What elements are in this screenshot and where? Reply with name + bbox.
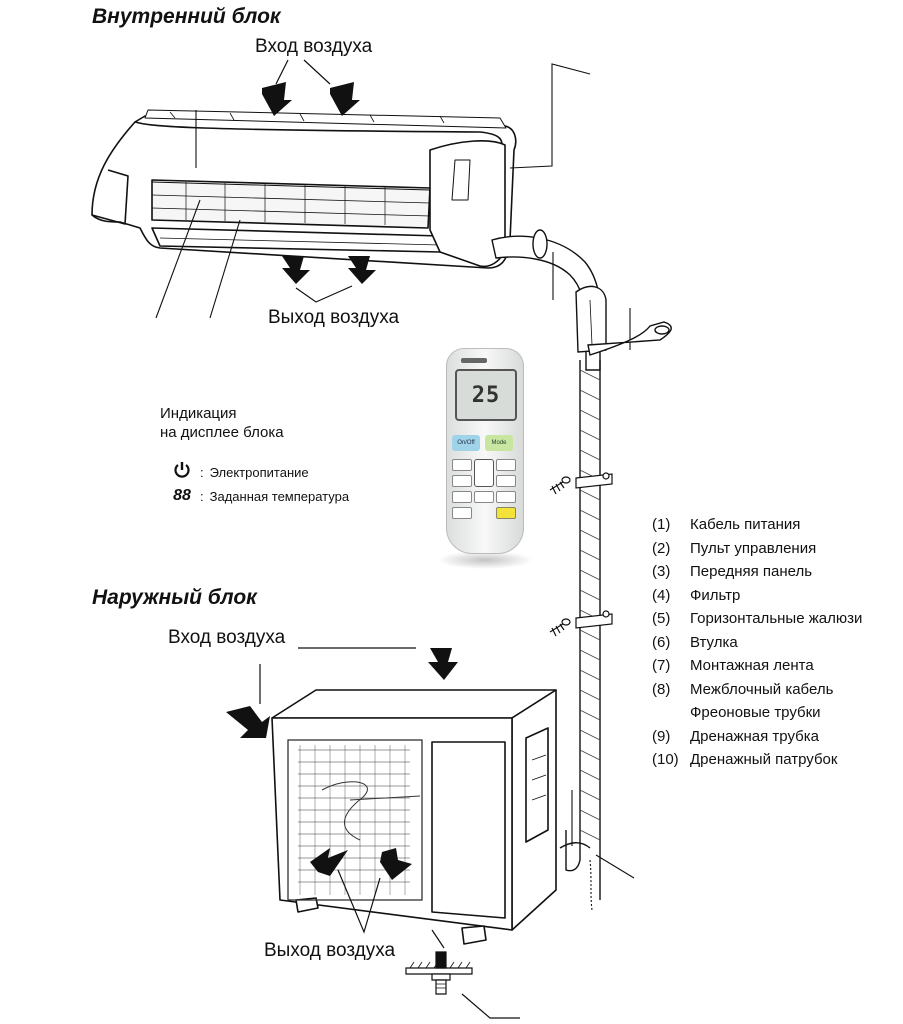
drain-joint (405, 929, 520, 1019)
remote-logo (461, 358, 487, 363)
legend-item-number: (4) (652, 586, 671, 604)
indication-title-line2: на дисплее блока (160, 424, 284, 441)
remote-display: 25 (455, 369, 517, 421)
indoor-inlet-arrows (262, 82, 360, 116)
remote-key[interactable] (452, 507, 472, 519)
remote-key[interactable] (452, 459, 472, 471)
legend-item: (2) Пульт управления (652, 537, 862, 561)
legend-item-text: Дренажный патрубок (690, 751, 838, 768)
legend-item-number: (8) (652, 680, 671, 698)
remote-on-off-label: On/Off (457, 440, 475, 446)
legend-item-text: Монтажная лента (690, 657, 814, 674)
remote-button-grid (452, 459, 516, 519)
legend-item: (7) Монтажная лента (652, 654, 862, 678)
legend-item-number: (6) (652, 633, 671, 651)
legend-item: (10) Дренажный патрубок (652, 748, 862, 772)
legend-item-text: Дренажная трубка (690, 727, 819, 745)
remote-key[interactable] (452, 475, 472, 487)
indication-row-temperature: 88 : Заданная температура (170, 487, 349, 505)
parts-legend: (1) Кабель питания (2) Пульт управления (3) П… (652, 513, 862, 772)
legend-item-text: Горизонтальные жалюзи (690, 610, 863, 627)
indication-row-power: : Электропитание (170, 461, 309, 484)
indication-separator: : (200, 488, 204, 504)
indoor-outlet-leader-lines (295, 285, 353, 303)
indication-separator: : (200, 465, 204, 480)
legend-item-text: Кабель питания (690, 516, 801, 533)
remote-yellow-key[interactable] (496, 507, 516, 519)
legend-item-text: Передняя панель (690, 563, 813, 580)
power-icon (170, 461, 194, 484)
legend-item: (4) Фильтр (652, 584, 862, 608)
legend-item-number: (3) (652, 563, 671, 580)
legend-item-text: Фреоновые трубки (690, 704, 821, 721)
indoor-callout-lines (155, 63, 591, 319)
legend-item-number (652, 701, 690, 725)
remote-up-down-key[interactable] (474, 459, 494, 487)
outdoor-inlet-leader-lines (259, 647, 416, 704)
outdoor-air-outlet-label: Выход воздуха (264, 940, 396, 961)
legend-item: (6) Втулка (652, 631, 862, 655)
pipe-bundle (491, 229, 672, 900)
indoor-unit (91, 109, 517, 269)
pipe-wrap-stripes (579, 369, 601, 841)
outdoor-unit (271, 689, 557, 945)
remote-on-off-button[interactable]: On/Off (452, 435, 480, 451)
segment-display-symbol: 88 (173, 487, 191, 504)
remote-display-value: 25 (471, 382, 501, 408)
indoor-air-outlet-label: Выход воздуха (268, 307, 400, 328)
legend-item-number: (1) (652, 516, 671, 533)
remote-shadow (437, 551, 533, 569)
indication-title: Индикация на дисплее блока (160, 404, 284, 442)
remote-key[interactable] (496, 475, 516, 487)
indoor-outlet-arrows (282, 256, 376, 284)
legend-item-text: Пульт управления (690, 539, 817, 557)
legend-item: (9) Дренажная трубка (652, 725, 862, 749)
indication-power-text: Электропитание (209, 465, 309, 480)
legend-item-number: (5) (652, 610, 671, 627)
remote-key[interactable] (474, 491, 494, 503)
pipe-clips (575, 472, 613, 629)
legend-item: (8) Межблочный кабель (652, 678, 862, 702)
indoor-inlet-leader-lines (275, 59, 331, 85)
outdoor-unit-title: Наружный блок (92, 586, 257, 609)
indoor-air-inlet-label: Вход воздуха (255, 36, 373, 57)
legend-item-number: (2) (652, 539, 671, 557)
legend-item-number: (9) (652, 727, 671, 745)
indication-title-line1: Индикация (160, 405, 237, 422)
remote-control: 25 On/Off Mode (446, 348, 524, 554)
legend-item-number: (10) (652, 751, 679, 768)
legend-item-text: Межблочный кабель (690, 680, 834, 698)
outdoor-air-inlet-label: Вход воздуха (168, 627, 286, 648)
legend-item: Фреоновые трубки (652, 701, 862, 725)
legend-item: (3) Передняя панель (652, 560, 862, 584)
legend-item-text: Втулка (690, 633, 738, 651)
legend-item-text: Фильтр (690, 586, 741, 604)
legend-item: (1) Кабель питания (652, 513, 862, 537)
outdoor-inlet-arrows (226, 648, 458, 738)
indication-temperature-text: Заданная температура (209, 488, 350, 504)
indoor-unit-title: Внутренний блок (92, 5, 281, 28)
fan-grille (287, 739, 423, 901)
remote-mode-button[interactable]: Mode (485, 435, 513, 451)
remote-key[interactable] (452, 491, 472, 503)
legend-item: (5) Горизонтальные жалюзи (652, 607, 862, 631)
legend-item-number: (7) (652, 657, 671, 674)
remote-key[interactable] (496, 491, 516, 503)
wall-screws (549, 476, 571, 637)
outdoor-outlet-arrows (310, 848, 412, 880)
remote-mode-label: Mode (491, 440, 507, 446)
remote-key[interactable] (496, 459, 516, 471)
outdoor-outlet-leader-lines (337, 869, 381, 934)
outdoor-callout-lines (559, 790, 635, 911)
